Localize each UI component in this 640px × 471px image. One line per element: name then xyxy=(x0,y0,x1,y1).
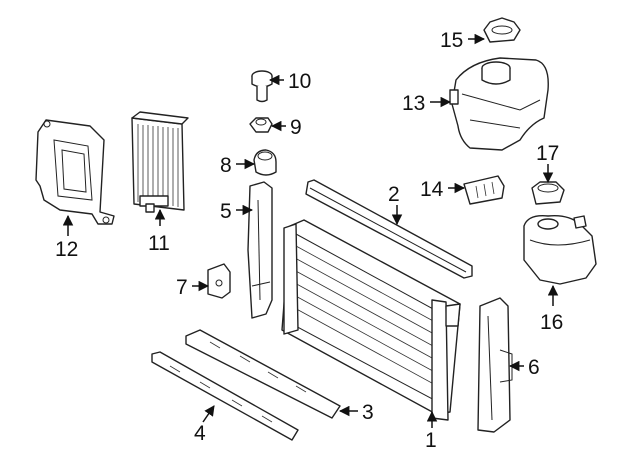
part-9-nut xyxy=(249,117,273,133)
part-13-expansion-tank xyxy=(449,57,549,151)
part-14-clip xyxy=(463,175,505,205)
part-8-grommet xyxy=(253,149,277,176)
callout-12: 12 xyxy=(55,238,78,261)
callout-6: 6 xyxy=(528,356,540,379)
callout-14: 14 xyxy=(420,178,444,201)
callout-5: 5 xyxy=(220,200,232,223)
part-1-radiator xyxy=(281,219,461,421)
callout-labels: 1 2 3 4 5 6 7 8 9 10 11 12 13 14 15 16 1… xyxy=(55,29,563,452)
part-4-deflector xyxy=(151,351,299,441)
part-6-air-guide xyxy=(477,297,513,433)
part-10-bolt xyxy=(251,70,273,103)
callout-1: 1 xyxy=(425,429,437,452)
callout-11: 11 xyxy=(148,232,170,255)
callout-2: 2 xyxy=(388,183,400,206)
leader-4 xyxy=(202,405,215,423)
callout-13: 13 xyxy=(402,92,425,115)
callout-3: 3 xyxy=(362,401,374,424)
callout-9: 9 xyxy=(290,116,302,139)
callout-10: 10 xyxy=(288,70,311,93)
part-17-cap xyxy=(531,181,565,205)
callout-7: 7 xyxy=(176,276,188,299)
part-11-cooler xyxy=(131,111,189,213)
part-7-bracket xyxy=(207,263,231,299)
part-12-frame xyxy=(35,119,115,225)
part-15-cap xyxy=(483,17,521,43)
part-2-seal xyxy=(305,179,473,279)
leader-arrows xyxy=(62,33,559,428)
part-16-reservoir xyxy=(523,214,597,285)
part-3-seal xyxy=(185,329,341,419)
callout-15: 15 xyxy=(440,29,463,52)
callout-4: 4 xyxy=(194,422,206,445)
callout-8: 8 xyxy=(220,154,232,177)
part-5-air-guide xyxy=(247,181,273,319)
callout-17: 17 xyxy=(536,142,559,165)
callout-16: 16 xyxy=(540,311,563,334)
